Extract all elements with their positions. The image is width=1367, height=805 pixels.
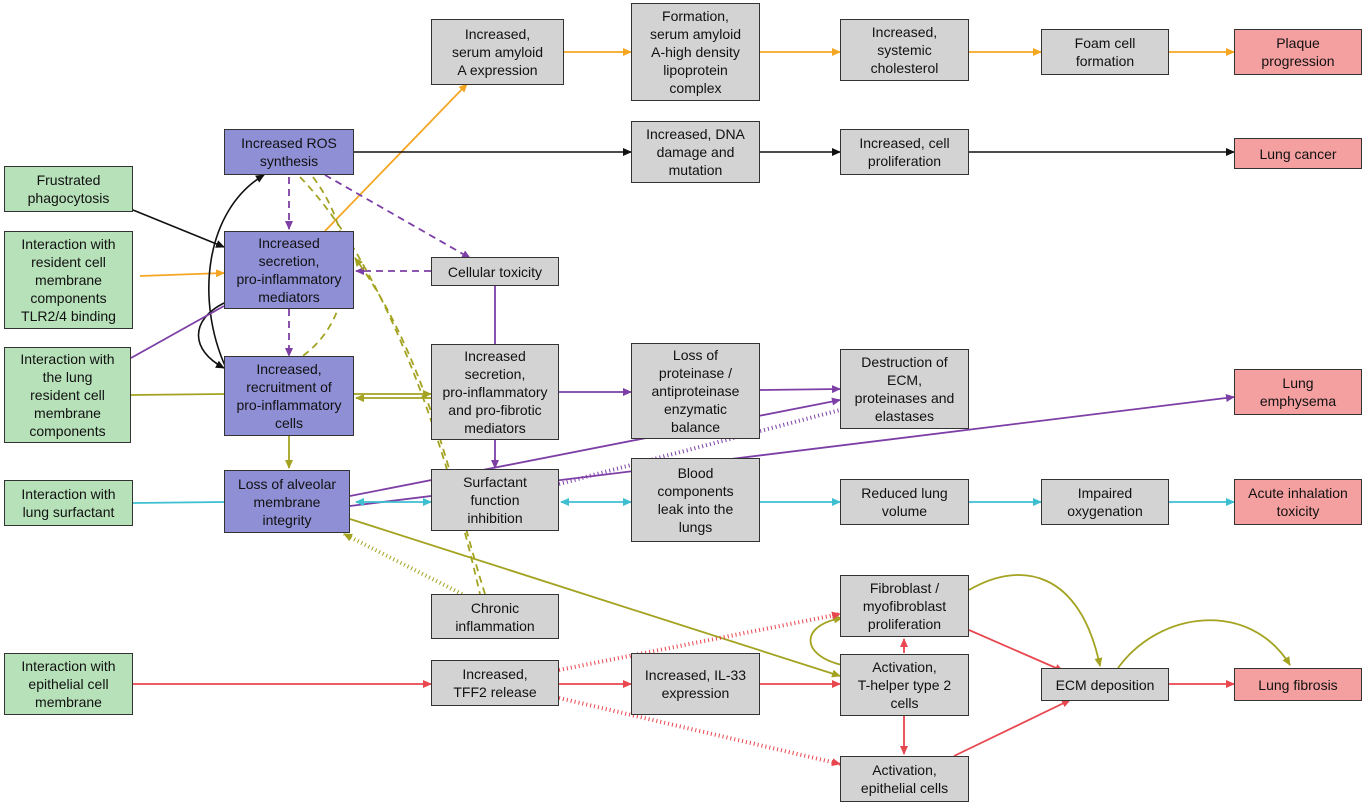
edge-ros-to-toxicity-dashed [324, 174, 471, 259]
node-interaction-surfactant: Interaction with lung surfactant [4, 480, 133, 526]
node-emphysema: Lung emphysema [1234, 369, 1362, 415]
black-edges [132, 148, 1235, 369]
node-impaired-oxygenation: Impaired oxygenation [1041, 479, 1169, 525]
node-epithelial-activation: Activation, epithelial cells [840, 756, 969, 802]
edge-fibroblast-to-ecm-arc [968, 574, 1103, 667]
cyan-edges [132, 498, 1235, 506]
node-secretion-fibrotic: Increased secretion, pro-inflammatory an… [431, 344, 559, 440]
node-frustrated-phagocytosis: Frustrated phagocytosis [4, 166, 133, 212]
edge-epithelial-activation-to-ecm [953, 699, 1071, 757]
node-ecm-deposition: ECM deposition [1041, 668, 1169, 701]
node-foam-cell: Foam cell formation [1041, 29, 1169, 75]
node-surfactant-inhibition: Surfactant function inhibition [431, 469, 559, 531]
node-interaction-epithelial: Interaction with epithelial cell membran… [4, 653, 133, 715]
edge-tlr-to-secretion [139, 269, 225, 278]
edge-secretion-to-recruitment-curve [197, 302, 225, 369]
edge-fibroblast-to-ecm [968, 629, 1064, 672]
node-lung-cancer: Lung cancer [1234, 138, 1362, 169]
edge-recruitment-to-ros-curve [208, 174, 265, 369]
edge-surfactant-ecm-hatched [558, 408, 841, 486]
edge-phagocytosis-to-secretion [132, 209, 225, 248]
node-th2: Activation, T-helper type 2 cells [840, 654, 969, 716]
node-recruitment-cells: Increased, recruitment of pro-inflammato… [224, 356, 354, 436]
edge-chronic-to-loss-hatched [343, 532, 463, 596]
node-systemic-cholesterol: Increased, systemic cholesterol [840, 19, 969, 81]
edge-ros-recruitment-dashed-arc [299, 176, 346, 359]
node-tff2: Increased, TFF2 release [431, 660, 559, 706]
node-reduced-volume: Reduced lung volume [840, 479, 969, 525]
node-ecm-destruction: Destruction of ECM, proteinases and elas… [840, 349, 969, 429]
edge-surfactant-interaction-to-loss [132, 501, 225, 504]
node-blood-leak: Blood components leak into the lungs [631, 458, 760, 542]
node-dna-damage: Increased, DNA damage and mutation [631, 121, 760, 183]
node-saa-hdl: Formation, serum amyloid A-high density … [631, 3, 760, 101]
node-secretion-mediators: Increased secretion, pro-inflammatory me… [224, 231, 354, 309]
node-lung-fibrosis: Lung fibrosis [1234, 668, 1362, 701]
edge-loss-to-ecm [349, 397, 841, 497]
edge-lung-resident-to-secretion [130, 305, 225, 359]
node-saa-expression: Increased, serum amyloid A expression [431, 19, 564, 85]
red-edges [133, 611, 1235, 767]
edge-lung-resident-to-recruitment [130, 393, 225, 396]
edge-loss-to-th2 [349, 518, 841, 678]
node-plaque: Plaque progression [1234, 29, 1362, 75]
node-cell-proliferation: Increased, cell proliferation [840, 129, 969, 175]
edge-balance-to-ecm [759, 385, 841, 394]
edge-th2-to-fibroblast-loop [809, 615, 843, 666]
node-il33: Increased, IL-33 expression [631, 653, 760, 715]
node-proteinase-balance: Loss of proteinase / antiproteinase enzy… [631, 343, 760, 439]
node-cellular-toxicity: Cellular toxicity [431, 257, 559, 286]
node-loss-alveolar: Loss of alveolar membrane integrity [224, 470, 350, 533]
node-chronic-inflammation: Chronic inflammation [431, 594, 559, 639]
edge-secretion-to-saa [324, 83, 468, 232]
edge-ecm-to-fibrosis-arc [1117, 619, 1291, 669]
node-interaction-lung-resident: Interaction with the lung resident cell … [4, 347, 131, 443]
edge-tff2-to-epithelial-hatched [558, 696, 841, 767]
node-interaction-resident-tlr: Interaction with resident cell membrane … [4, 231, 133, 329]
node-acute-toxicity: Acute inhalation toxicity [1234, 479, 1362, 525]
node-ros-synthesis: Increased ROS synthesis [224, 129, 354, 175]
purple-edges [130, 174, 1235, 507]
node-fibroblast: Fibroblast / myofibroblast proliferation [840, 575, 969, 637]
